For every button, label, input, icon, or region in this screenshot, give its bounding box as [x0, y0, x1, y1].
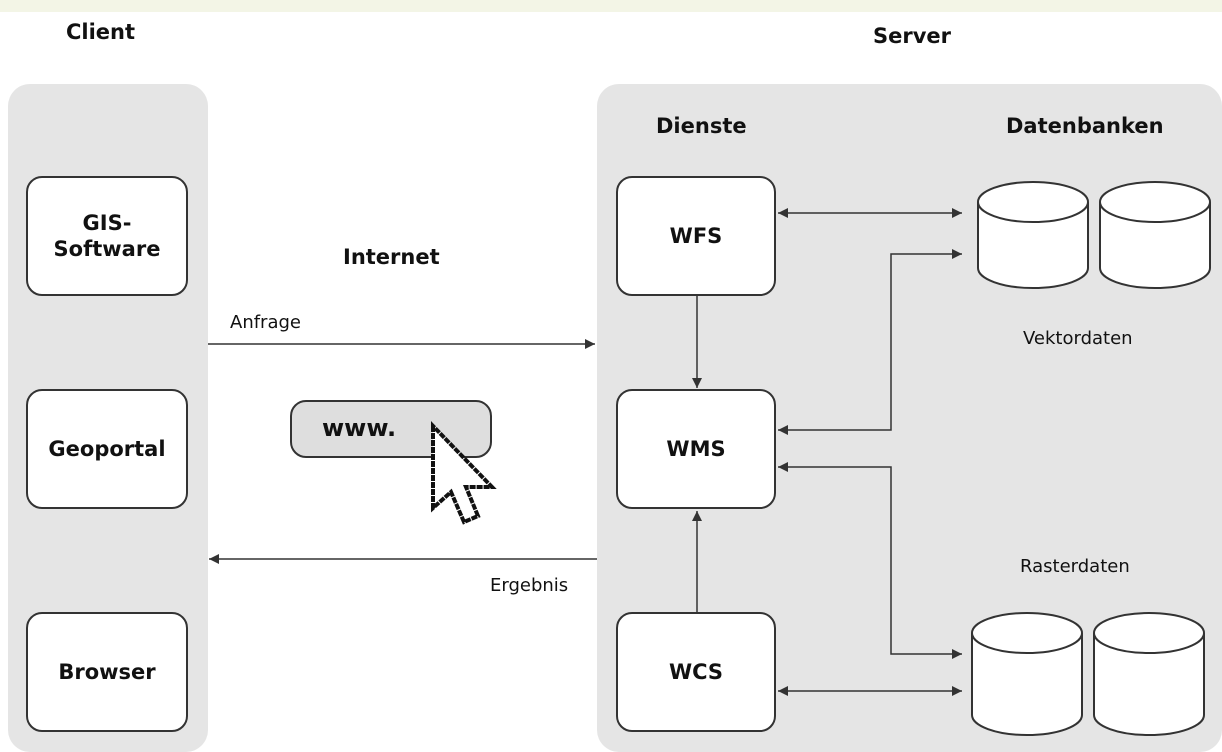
browser-box: Browser — [26, 612, 188, 732]
wfs-box: WFS — [616, 176, 776, 296]
geoportal-box: Geoportal — [26, 389, 188, 509]
ergebnis-label: Ergebnis — [490, 575, 569, 596]
gis-software-box: GIS- Software — [26, 176, 188, 296]
wcs-box: WCS — [616, 612, 776, 732]
browser-label: Browser — [58, 660, 156, 684]
raster-database-2-icon — [1093, 612, 1205, 736]
vektordaten-label: Vektordaten — [1023, 328, 1133, 349]
wms-label: WMS — [666, 437, 726, 461]
anfrage-label: Anfrage — [230, 312, 301, 333]
geoportal-label: Geoportal — [48, 437, 166, 461]
wms-box: WMS — [616, 389, 776, 509]
wcs-label: WCS — [668, 660, 724, 684]
raster-database-1-icon — [971, 612, 1083, 736]
datenbanken-heading: Datenbanken — [1006, 114, 1164, 138]
www-address-pill: www. — [290, 400, 492, 458]
gis-software-label-line1: GIS- — [82, 211, 132, 235]
wms-vektor-arrow — [778, 249, 962, 435]
mouse-cursor-icon — [431, 421, 497, 525]
wfs-label: WFS — [669, 224, 723, 248]
wms-raster-arrow — [778, 462, 962, 659]
gis-software-label-line2: Software — [53, 237, 161, 261]
vektor-database-1-icon — [977, 181, 1089, 289]
internet-heading: Internet — [343, 245, 440, 269]
server-heading: Server — [873, 24, 952, 48]
client-heading: Client — [66, 20, 136, 44]
top-strip — [0, 0, 1222, 12]
rasterdaten-label: Rasterdaten — [1020, 556, 1130, 577]
vektor-database-2-icon — [1099, 181, 1211, 289]
www-text: www. — [322, 414, 397, 442]
dienste-heading: Dienste — [656, 114, 747, 138]
